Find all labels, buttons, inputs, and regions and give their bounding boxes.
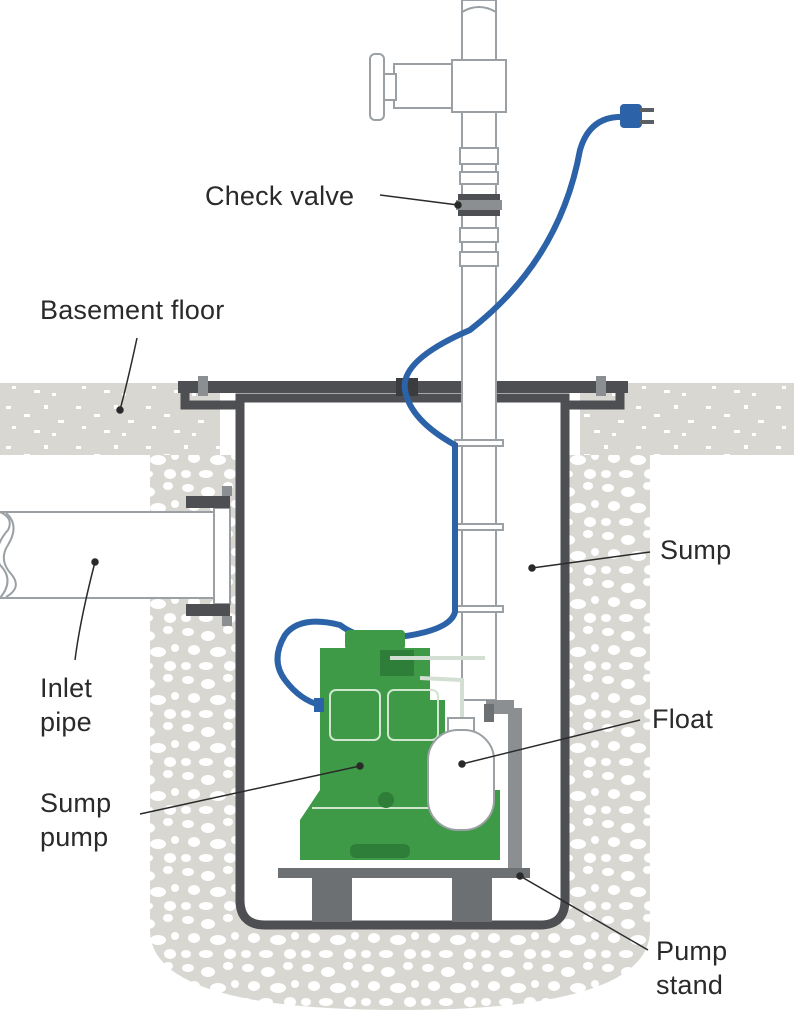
pump-stand-shape xyxy=(278,868,530,922)
check-valve-shape xyxy=(456,147,502,267)
plug-icon xyxy=(620,104,654,128)
label-pump-stand-line1: Pump xyxy=(656,936,728,966)
label-inlet-pipe-line2: pipe xyxy=(40,707,92,737)
leader-sump xyxy=(531,551,651,569)
basement-floor-slab-right xyxy=(580,383,794,455)
label-pump-stand-line2: stand xyxy=(656,970,724,1000)
label-sump-pump-line1: Sump xyxy=(40,788,112,818)
gate-valve xyxy=(369,53,507,121)
leader-pump-stand xyxy=(519,875,649,951)
float-shape xyxy=(427,717,495,831)
label-inlet-pipe-line1: Inlet xyxy=(40,673,93,703)
label-sump: Sump xyxy=(660,535,732,565)
leader-basement-floor xyxy=(119,337,138,411)
power-cord xyxy=(274,113,628,708)
discharge-pipe xyxy=(454,0,504,701)
leader-sump-pump xyxy=(139,765,361,815)
inlet-pipe-shape xyxy=(0,486,232,626)
label-check-valve: Check valve xyxy=(205,181,355,211)
leader-float xyxy=(461,719,641,765)
leader-inlet-pipe xyxy=(74,561,96,661)
leader-check-valve xyxy=(379,194,459,206)
label-sump-pump-line2: pump xyxy=(40,822,109,852)
label-float: Float xyxy=(652,704,714,734)
label-basement-floor: Basement floor xyxy=(40,295,225,325)
